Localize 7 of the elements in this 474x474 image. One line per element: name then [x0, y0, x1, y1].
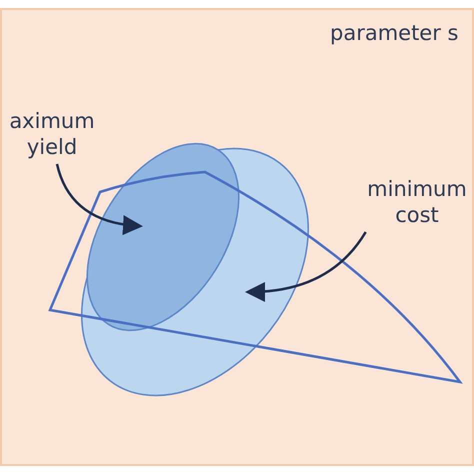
leader-arrow	[245, 231, 367, 302]
space-label: parameter s	[330, 20, 458, 46]
callout-text: aximum yield	[2, 108, 102, 160]
leader-arrow	[56, 164, 143, 235]
outer-ellipse	[81, 142, 309, 396]
inner-ellipse	[86, 142, 240, 332]
callout-text: minimum cost	[360, 176, 474, 228]
